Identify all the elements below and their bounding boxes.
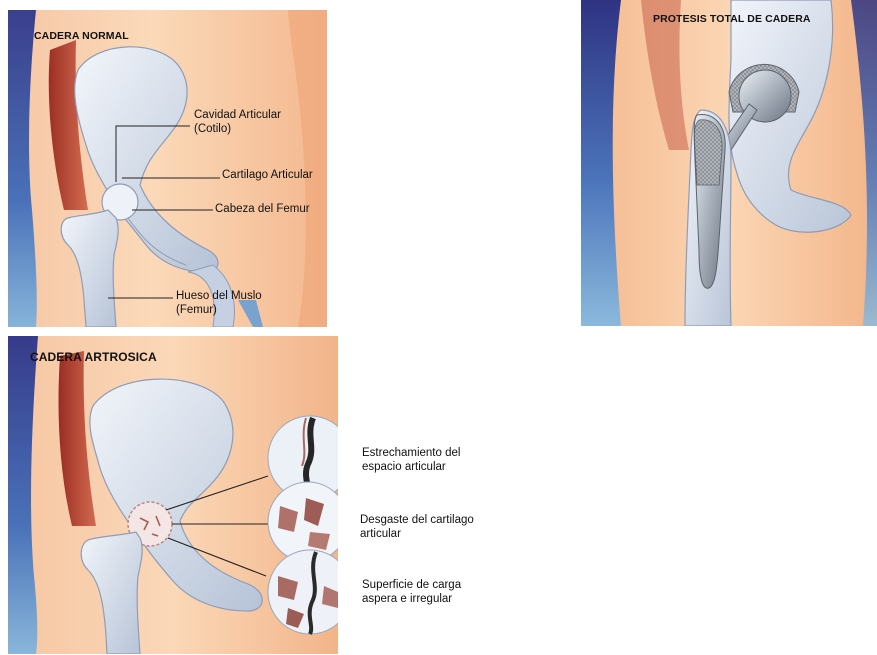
label-line: Desgaste del cartilago xyxy=(360,513,474,527)
arthritic-hip-title: CADERA ARTROSICA xyxy=(30,350,157,364)
arthritic-hip-artwork xyxy=(8,336,338,654)
label-line: Superficie de carga xyxy=(362,578,461,592)
label-desgaste: Desgaste del cartilago articular xyxy=(360,513,474,541)
label-line: (Cotilo) xyxy=(194,122,281,136)
label-cavidad-articular: Cavidad Articular (Cotilo) xyxy=(194,108,281,136)
label-hueso-muslo: Hueso del Muslo (Femur) xyxy=(176,289,262,317)
label-line: (Femur) xyxy=(176,303,262,317)
label-estrechamiento: Estrechamiento del espacio articular xyxy=(362,446,460,474)
label-line: aspera e irregular xyxy=(362,592,461,606)
label-line: Cavidad Articular xyxy=(194,108,281,122)
label-line: Estrechamiento del xyxy=(362,446,460,460)
normal-hip-title: CADERA NORMAL xyxy=(34,30,129,42)
prosthesis-title: PROTESIS TOTAL DE CADERA xyxy=(653,13,811,25)
label-cartilago-articular: Cartilago Articular xyxy=(222,168,313,182)
normal-hip-illustration: CADERA NORMAL Cavidad Articular (Cotilo)… xyxy=(8,10,327,327)
hip-prosthesis-illustration: PROTESIS TOTAL DE CADERA xyxy=(581,0,877,326)
label-line: espacio articular xyxy=(362,460,460,474)
arthritic-hip-illustration: CADERA ARTROSICA xyxy=(8,336,338,654)
label-line: Hueso del Muslo xyxy=(176,289,262,303)
label-cabeza-femur: Cabeza del Femur xyxy=(215,202,310,216)
label-superficie-carga: Superficie de carga aspera e irregular xyxy=(362,578,461,606)
label-line: articular xyxy=(360,527,474,541)
hip-prosthesis-artwork xyxy=(581,0,877,326)
